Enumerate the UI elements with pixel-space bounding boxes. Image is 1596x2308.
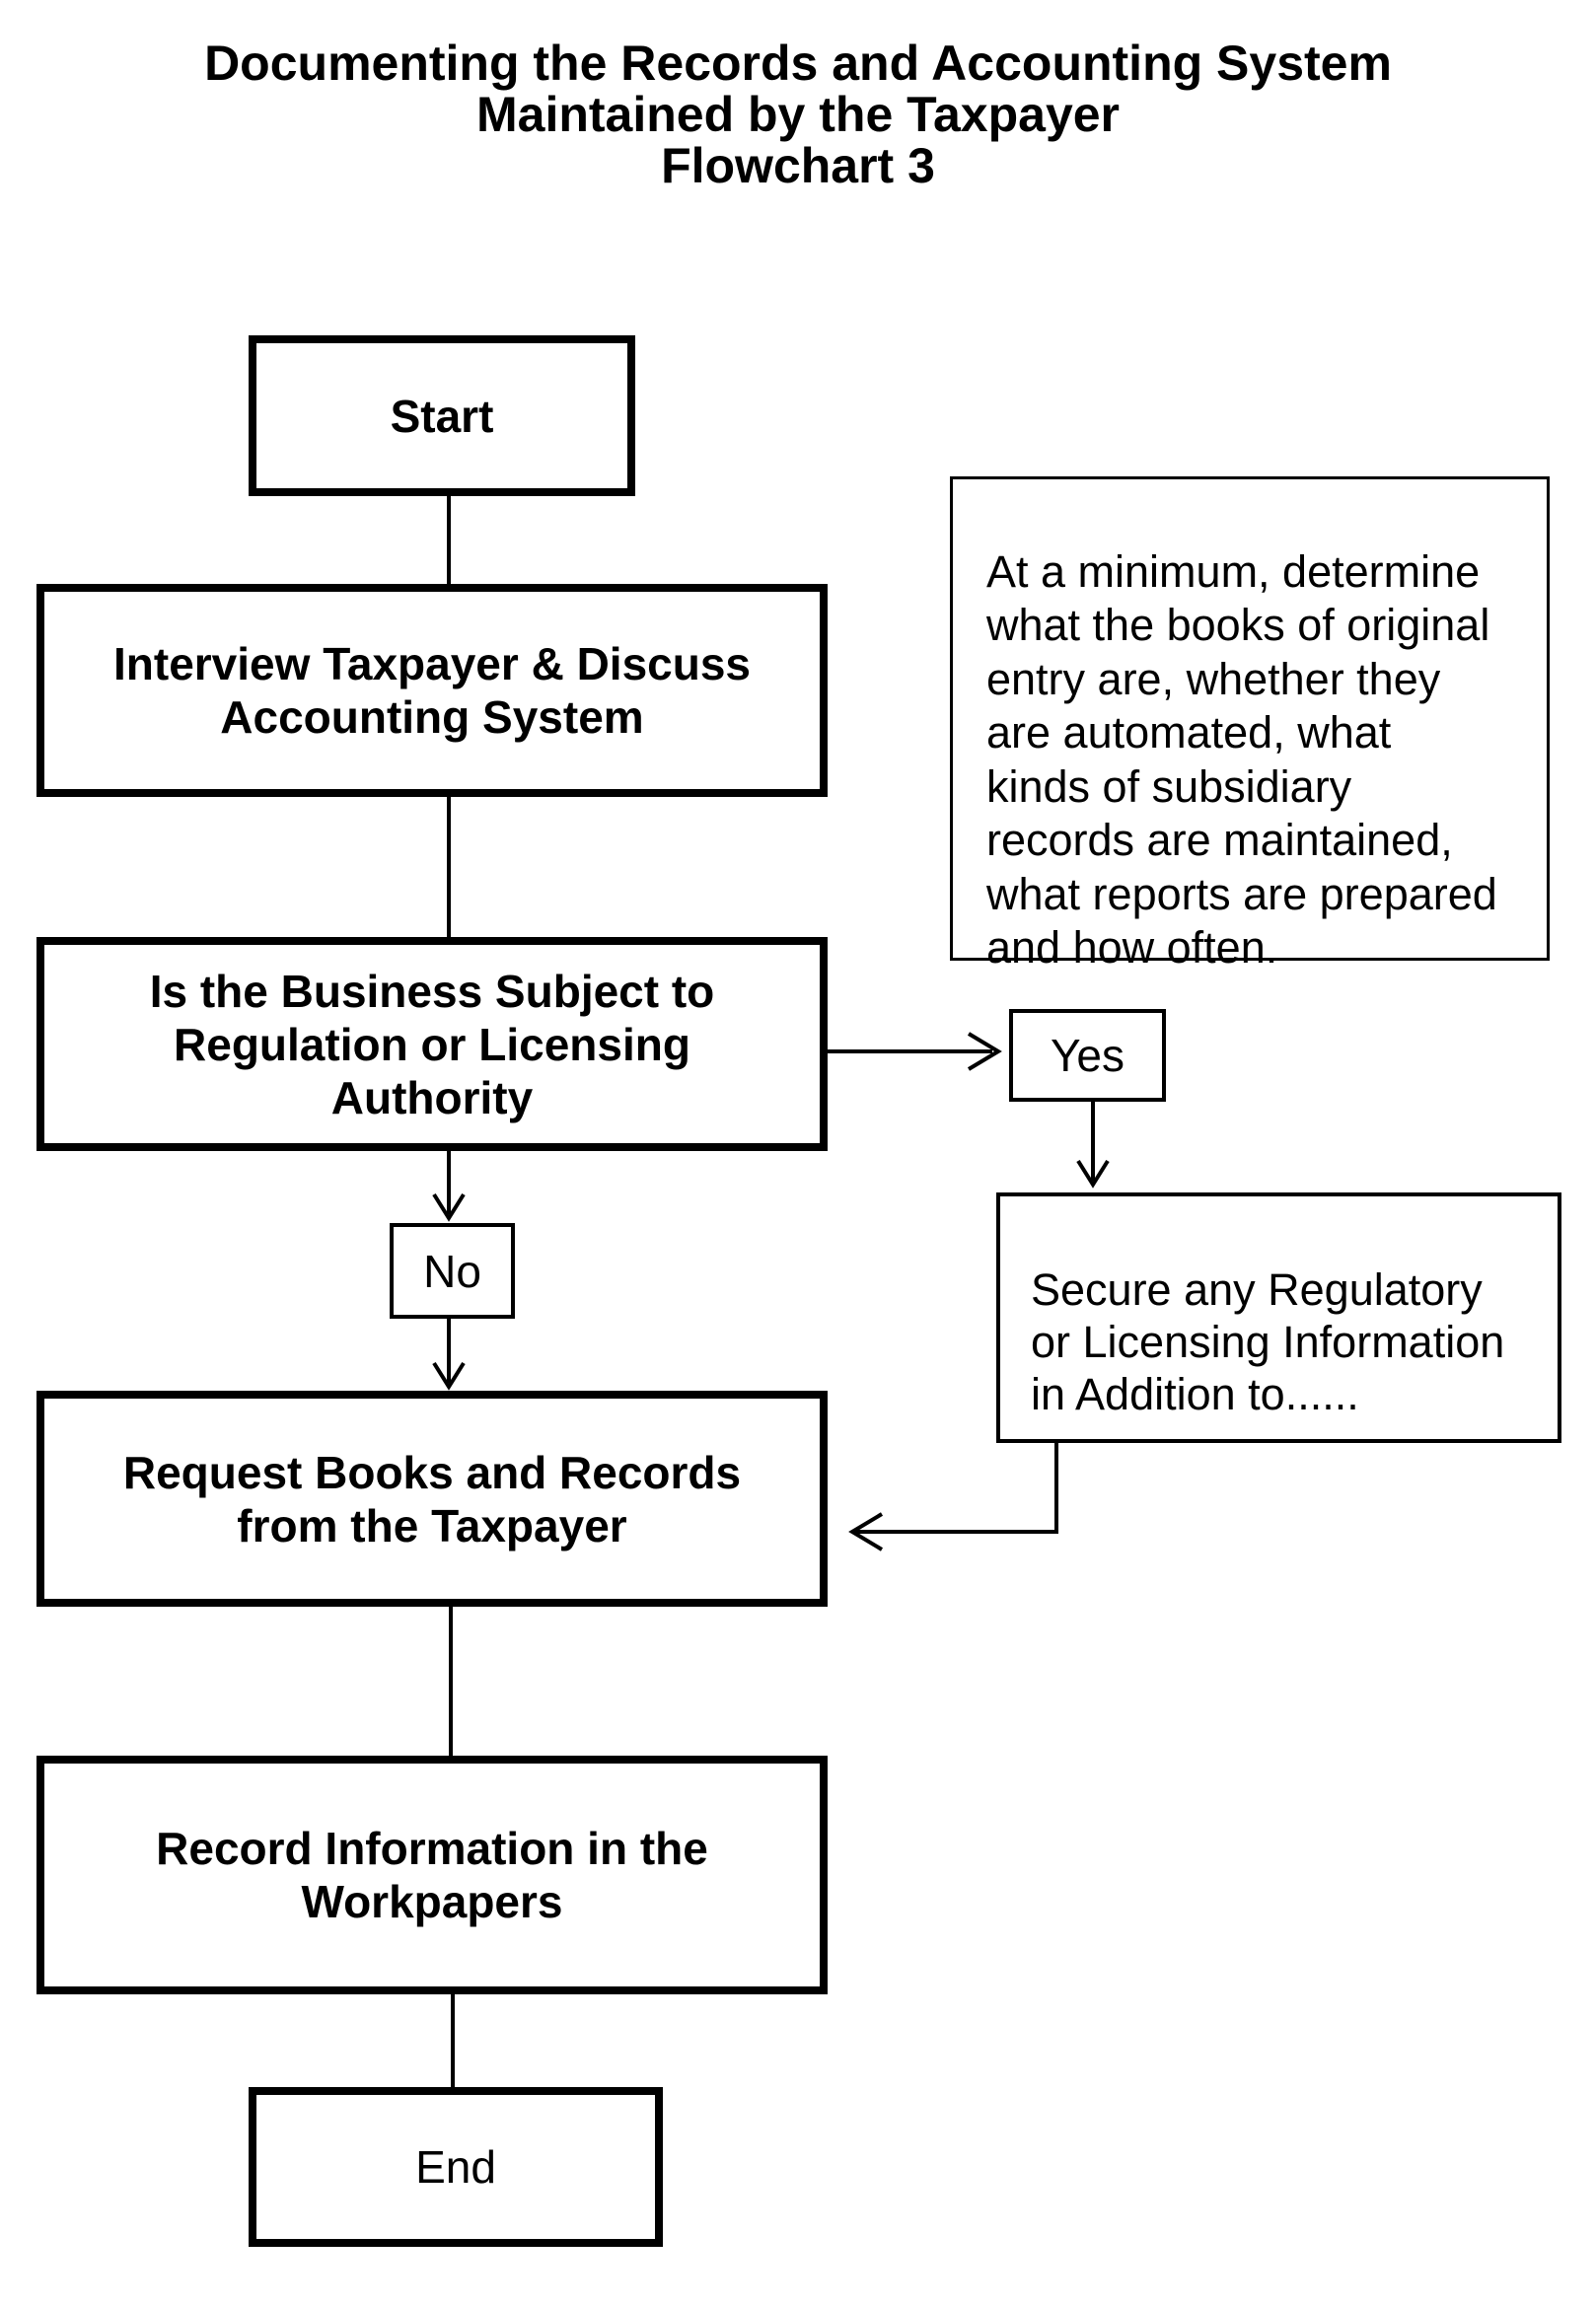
start-label: Start <box>390 390 494 442</box>
arrow-decision-yes-head <box>967 1032 1002 1071</box>
decision-label: Is the Business Subject to Regulation or… <box>149 965 715 1123</box>
arrow-secure-request-head <box>848 1512 884 1551</box>
end-node: End <box>249 2087 663 2247</box>
record-label: Record Information in the Workpapers <box>156 1823 708 1927</box>
arrow-no-request-head <box>432 1361 466 1391</box>
request-label: Request Books and Records from the Taxpa… <box>122 1446 742 1551</box>
yes-label: Yes <box>1050 1030 1125 1081</box>
request-node: Request Books and Records from the Taxpa… <box>36 1391 828 1607</box>
decision-node: Is the Business Subject to Regulation or… <box>36 937 828 1151</box>
no-label: No <box>423 1245 481 1297</box>
annotation-note-box: At a minimum, determine what the books o… <box>950 476 1550 973</box>
interview-node: Interview Taxpayer & Discuss Accounting … <box>36 584 828 797</box>
arrow-decision-no-head <box>432 1192 466 1222</box>
arrow-yes-secure-head <box>1076 1159 1110 1189</box>
interview-label: Interview Taxpayer & Discuss Accounting … <box>113 638 751 743</box>
end-label: End <box>415 2141 496 2193</box>
page-title: Documenting the Records and Accounting S… <box>204 36 1392 193</box>
secure-info-node: Secure any Regulatory or Licensing Infor… <box>996 1192 1561 1443</box>
secure-info-text: Secure any Regulatory or Licensing Infor… <box>1031 1264 1505 1419</box>
start-node: Start <box>249 335 635 496</box>
no-branch-box: No <box>390 1223 515 1319</box>
arrow-secure-request-elbow <box>856 1443 1058 1534</box>
yes-branch-box: Yes <box>1009 1009 1166 1102</box>
record-node: Record Information in the Workpapers <box>36 1756 828 1994</box>
annotation-note-text: At a minimum, determine what the books o… <box>986 545 1497 974</box>
